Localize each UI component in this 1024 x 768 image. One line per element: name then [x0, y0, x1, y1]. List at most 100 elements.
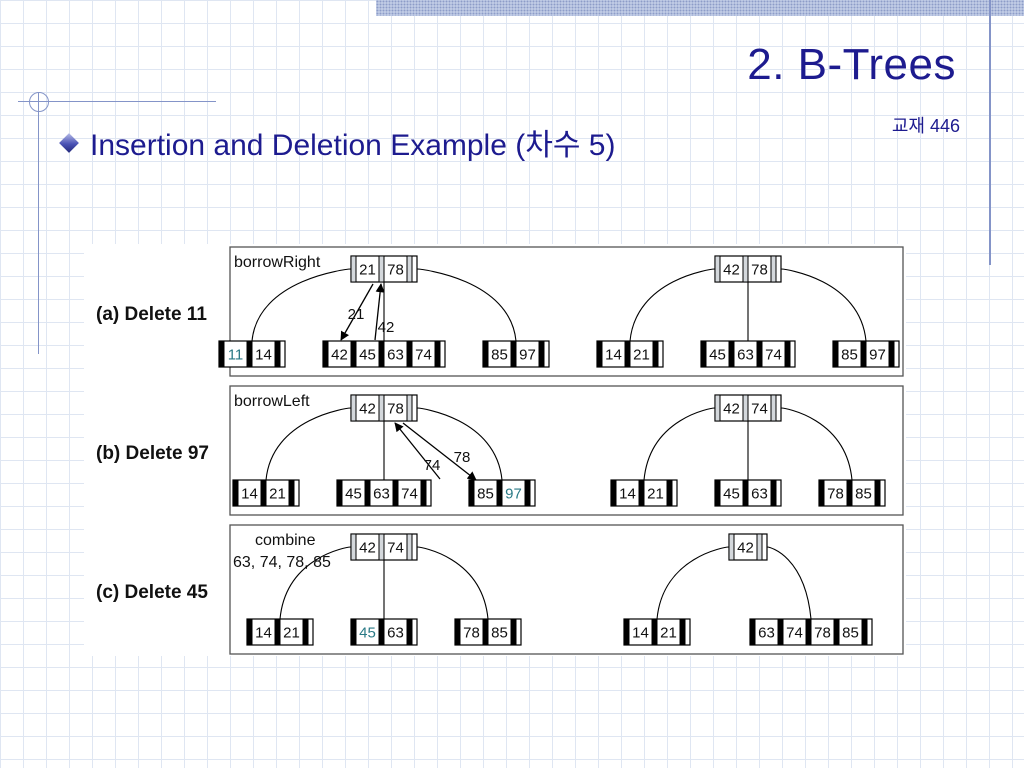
before-leaf-node: 14 21 [232, 479, 300, 507]
before-root-node-separator [406, 394, 413, 422]
bullet-row: Insertion and Deletion Example (차수 5) [59, 120, 616, 164]
before-leaf-node-separator [350, 340, 357, 368]
after-leaf-node-outline [700, 340, 796, 368]
after-leaf-node-separator [714, 479, 721, 507]
before-leaf-node-separator [510, 618, 517, 646]
after-leaf-node-separator [846, 479, 853, 507]
before-leaf-key: 14 [241, 486, 258, 503]
before-leaf-node-separator [406, 340, 413, 368]
before-leaf-key: 45 [359, 625, 376, 642]
before-leaf-node-separator [232, 479, 239, 507]
bullet-heading: Insertion and Deletion Example (차수 5) [90, 129, 616, 162]
before-root-node-separator [378, 255, 385, 283]
before-leaf-node-separator [364, 479, 371, 507]
before-leaf-key: 85 [477, 486, 494, 503]
before-leaf-key: 14 [255, 347, 272, 364]
before-leaf-key: 74 [415, 347, 432, 364]
before-root-node-separator [350, 394, 357, 422]
after-leaf-node-separator [624, 340, 631, 368]
before-root-key: 42 [359, 401, 376, 418]
after-leaf-node-separator [749, 618, 756, 646]
operation-tag: borrowRight [234, 254, 321, 271]
after-leaf-key: 14 [619, 486, 636, 503]
borrow-arrow [340, 283, 374, 341]
borrow-arrow [394, 422, 441, 480]
before-leaf-node-separator [246, 340, 253, 368]
before-leaf-node-separator [322, 340, 329, 368]
after-leaf-key: 63 [737, 347, 754, 364]
after-leaf-node-separator [742, 479, 749, 507]
top-decoration-bar [376, 0, 1024, 16]
before-connector [265, 407, 503, 481]
before-root-node-separator [406, 533, 413, 561]
before-leaf-node: 45 63 74 [336, 479, 432, 507]
after-root-key: 42 [723, 262, 740, 279]
before-leaf-key: 85 [491, 625, 508, 642]
after-leaf-key: 45 [723, 486, 740, 503]
after-leaf-node-separator [756, 340, 763, 368]
operation-tag: combine [255, 532, 316, 549]
before-leaf-node-separator [434, 340, 441, 368]
before-leaf-node-separator [420, 479, 427, 507]
before-leaf-node-separator [496, 479, 503, 507]
before-leaf-node: 85 97 [468, 479, 536, 507]
arrow-label: 21 [348, 306, 365, 323]
arrow-label: 42 [378, 319, 395, 336]
before-leaf-node-separator [392, 479, 399, 507]
before-leaf-key: 42 [331, 347, 348, 364]
after-leaf-key: 78 [827, 486, 844, 503]
after-leaf-node: 85 97 [832, 340, 900, 368]
after-root-key: 78 [751, 262, 768, 279]
after-leaf-node-separator [623, 618, 630, 646]
before-leaf-key: 97 [505, 486, 522, 503]
after-leaf-key: 78 [814, 625, 831, 642]
after-leaf-node-separator [818, 479, 825, 507]
after-leaf-key: 97 [869, 347, 886, 364]
before-leaf-node-separator [482, 340, 489, 368]
after-leaf-node-separator [874, 479, 881, 507]
before-leaf-key: 85 [491, 347, 508, 364]
after-leaf-key: 21 [647, 486, 664, 503]
after-leaf-node-separator [652, 340, 659, 368]
before-leaf-node-separator [274, 340, 281, 368]
after-leaf-node-separator [805, 618, 812, 646]
before-leaf-key: 21 [269, 486, 286, 503]
after-connector [629, 268, 867, 342]
before-leaf-node-separator [246, 618, 253, 646]
before-leaf-key: 74 [401, 486, 418, 503]
after-leaf-node-separator [596, 340, 603, 368]
before-leaf-node-separator [510, 340, 517, 368]
left-horizontal-line [18, 101, 216, 102]
after-root-node: 42 [728, 533, 768, 561]
after-leaf-key: 85 [842, 625, 859, 642]
before-leaf-node-separator [468, 479, 475, 507]
before-leaf-node-separator [260, 479, 267, 507]
after-leaf-key: 63 [751, 486, 768, 503]
after-leaf-key: 74 [786, 625, 803, 642]
before-leaf-node-separator [288, 479, 295, 507]
after-leaf-key: 85 [841, 347, 858, 364]
after-connector [643, 407, 853, 481]
before-leaf-key: 45 [345, 486, 362, 503]
after-leaf-node-separator [638, 479, 645, 507]
before-leaf-node-separator [378, 618, 385, 646]
before-leaf-key: 63 [373, 486, 390, 503]
before-leaf-node-separator [406, 618, 413, 646]
after-leaf-node-separator [679, 618, 686, 646]
after-root-key: 42 [737, 540, 754, 557]
after-leaf-key: 21 [633, 347, 650, 364]
after-root-key: 42 [723, 401, 740, 418]
before-leaf-node-separator [336, 479, 343, 507]
before-leaf-key: 63 [387, 347, 404, 364]
before-root-node-separator [378, 533, 385, 561]
before-root-node-separator [350, 255, 357, 283]
after-leaf-node-separator [770, 479, 777, 507]
after-leaf-node-separator [700, 340, 707, 368]
after-leaf-key: 21 [660, 625, 677, 642]
after-root-node: 42 78 [714, 255, 782, 283]
